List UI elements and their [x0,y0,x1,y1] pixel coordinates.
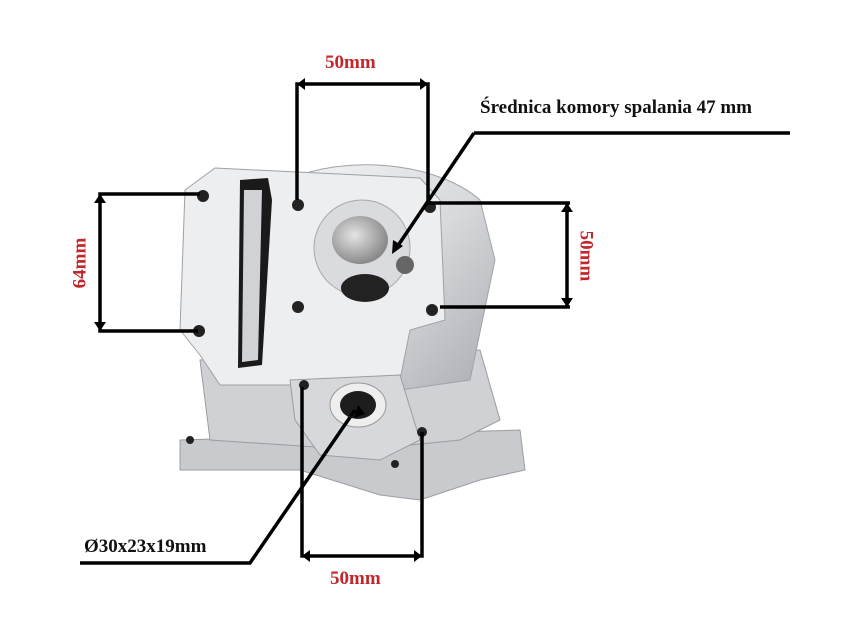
bottom-width-label: 50mm [330,568,381,589]
arrowheads [94,78,573,562]
right-height-label: 50mm [575,230,597,282]
cylinder-head [179,164,526,501]
left-height-label: 64mm [69,237,91,289]
top-width-label: 50mm [325,52,376,73]
combustion-chamber-label: Średnica komory spalania 47 mm [480,97,753,118]
port-dimension-label: Ø30x23x19mm [84,536,207,557]
dimension-lines [80,82,790,565]
